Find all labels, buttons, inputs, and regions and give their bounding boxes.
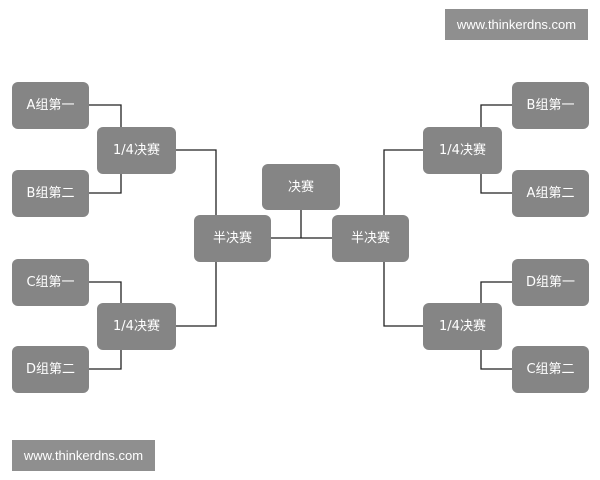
quarterfinal-node-left-2: 1/4决赛 [97, 303, 176, 350]
team-node-left-2: B组第二 [12, 170, 89, 217]
semifinal-node-right: 半决赛 [332, 215, 409, 262]
quarterfinal-node-right-1: 1/4决赛 [423, 127, 502, 174]
quarterfinal-node-right-2: 1/4决赛 [423, 303, 502, 350]
team-node-right-1: B组第一 [512, 82, 589, 129]
team-node-right-3: D组第一 [512, 259, 589, 306]
quarterfinal-node-left-1: 1/4决赛 [97, 127, 176, 174]
final-node: 决赛 [262, 164, 340, 210]
watermark-bottom: www.thinkerdns.com [12, 440, 155, 471]
watermark-top: www.thinkerdns.com [445, 9, 588, 40]
team-node-right-4: C组第二 [512, 346, 589, 393]
semifinal-node-left: 半决赛 [194, 215, 271, 262]
team-node-left-4: D组第二 [12, 346, 89, 393]
team-node-right-2: A组第二 [512, 170, 589, 217]
team-node-left-3: C组第一 [12, 259, 89, 306]
team-node-left-1: A组第一 [12, 82, 89, 129]
